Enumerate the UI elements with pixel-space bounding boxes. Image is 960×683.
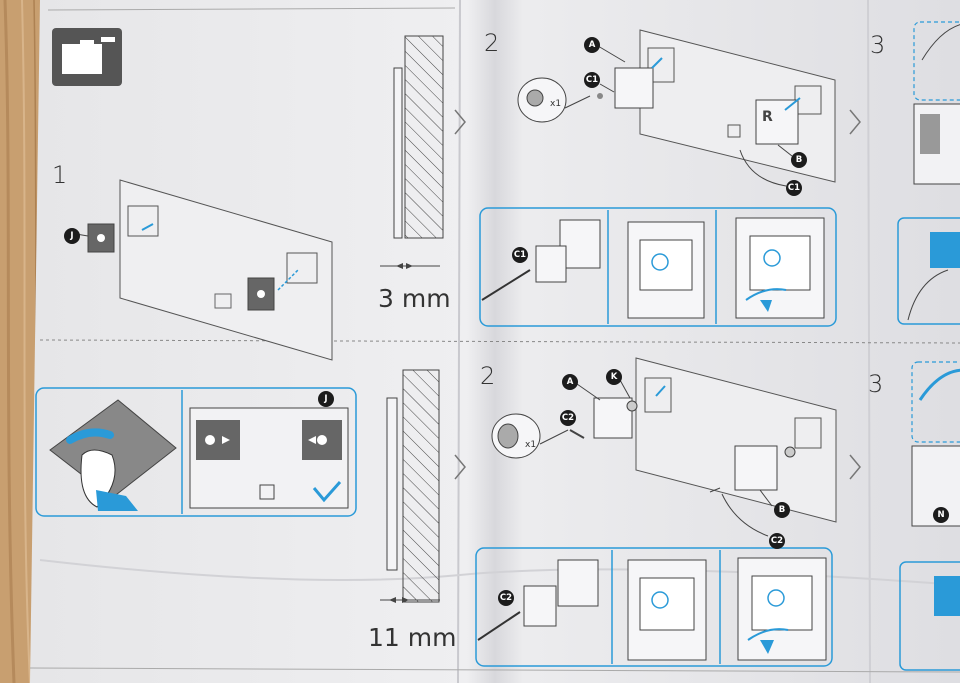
screw-quantity-c2: x1 (525, 440, 537, 450)
step-number-3-bottom: 3 (868, 370, 884, 398)
step-number-2-bottom: 2 (480, 362, 496, 390)
hand-icon (80, 449, 138, 511)
label-k-bottom: K (606, 369, 622, 385)
label-j-box: J (318, 391, 334, 407)
gap-measurement-top: 3 mm (378, 284, 451, 313)
label-b-bottom: B (774, 502, 790, 518)
step-number-3-top: 3 (870, 31, 886, 59)
label-c1-right: C1 (786, 180, 802, 196)
label-c1-box: C1 (512, 247, 528, 263)
screw-quantity-c1: x1 (550, 99, 562, 109)
label-c2-box: C2 (498, 590, 514, 606)
label-b-top: B (791, 152, 807, 168)
label-j-step1: J (64, 228, 80, 244)
wall-mount-thumbnail-icon (52, 28, 122, 86)
bracket-letter-r: R (762, 109, 773, 125)
step-number-1: 1 (52, 161, 68, 189)
label-a-bottom: A (562, 374, 578, 390)
label-a-top: A (584, 37, 600, 53)
gap-measurement-bottom: 11 mm (368, 623, 457, 652)
screw-icon (491, 413, 541, 459)
label-n-right: N (933, 507, 949, 523)
checkmark-icon (312, 481, 342, 503)
step-number-2-top: 2 (484, 29, 500, 57)
label-c1-top: C1 (584, 72, 600, 88)
label-c2-right: C2 (769, 533, 785, 549)
screw-icon (517, 77, 567, 123)
label-c2-bottom: C2 (560, 410, 576, 426)
